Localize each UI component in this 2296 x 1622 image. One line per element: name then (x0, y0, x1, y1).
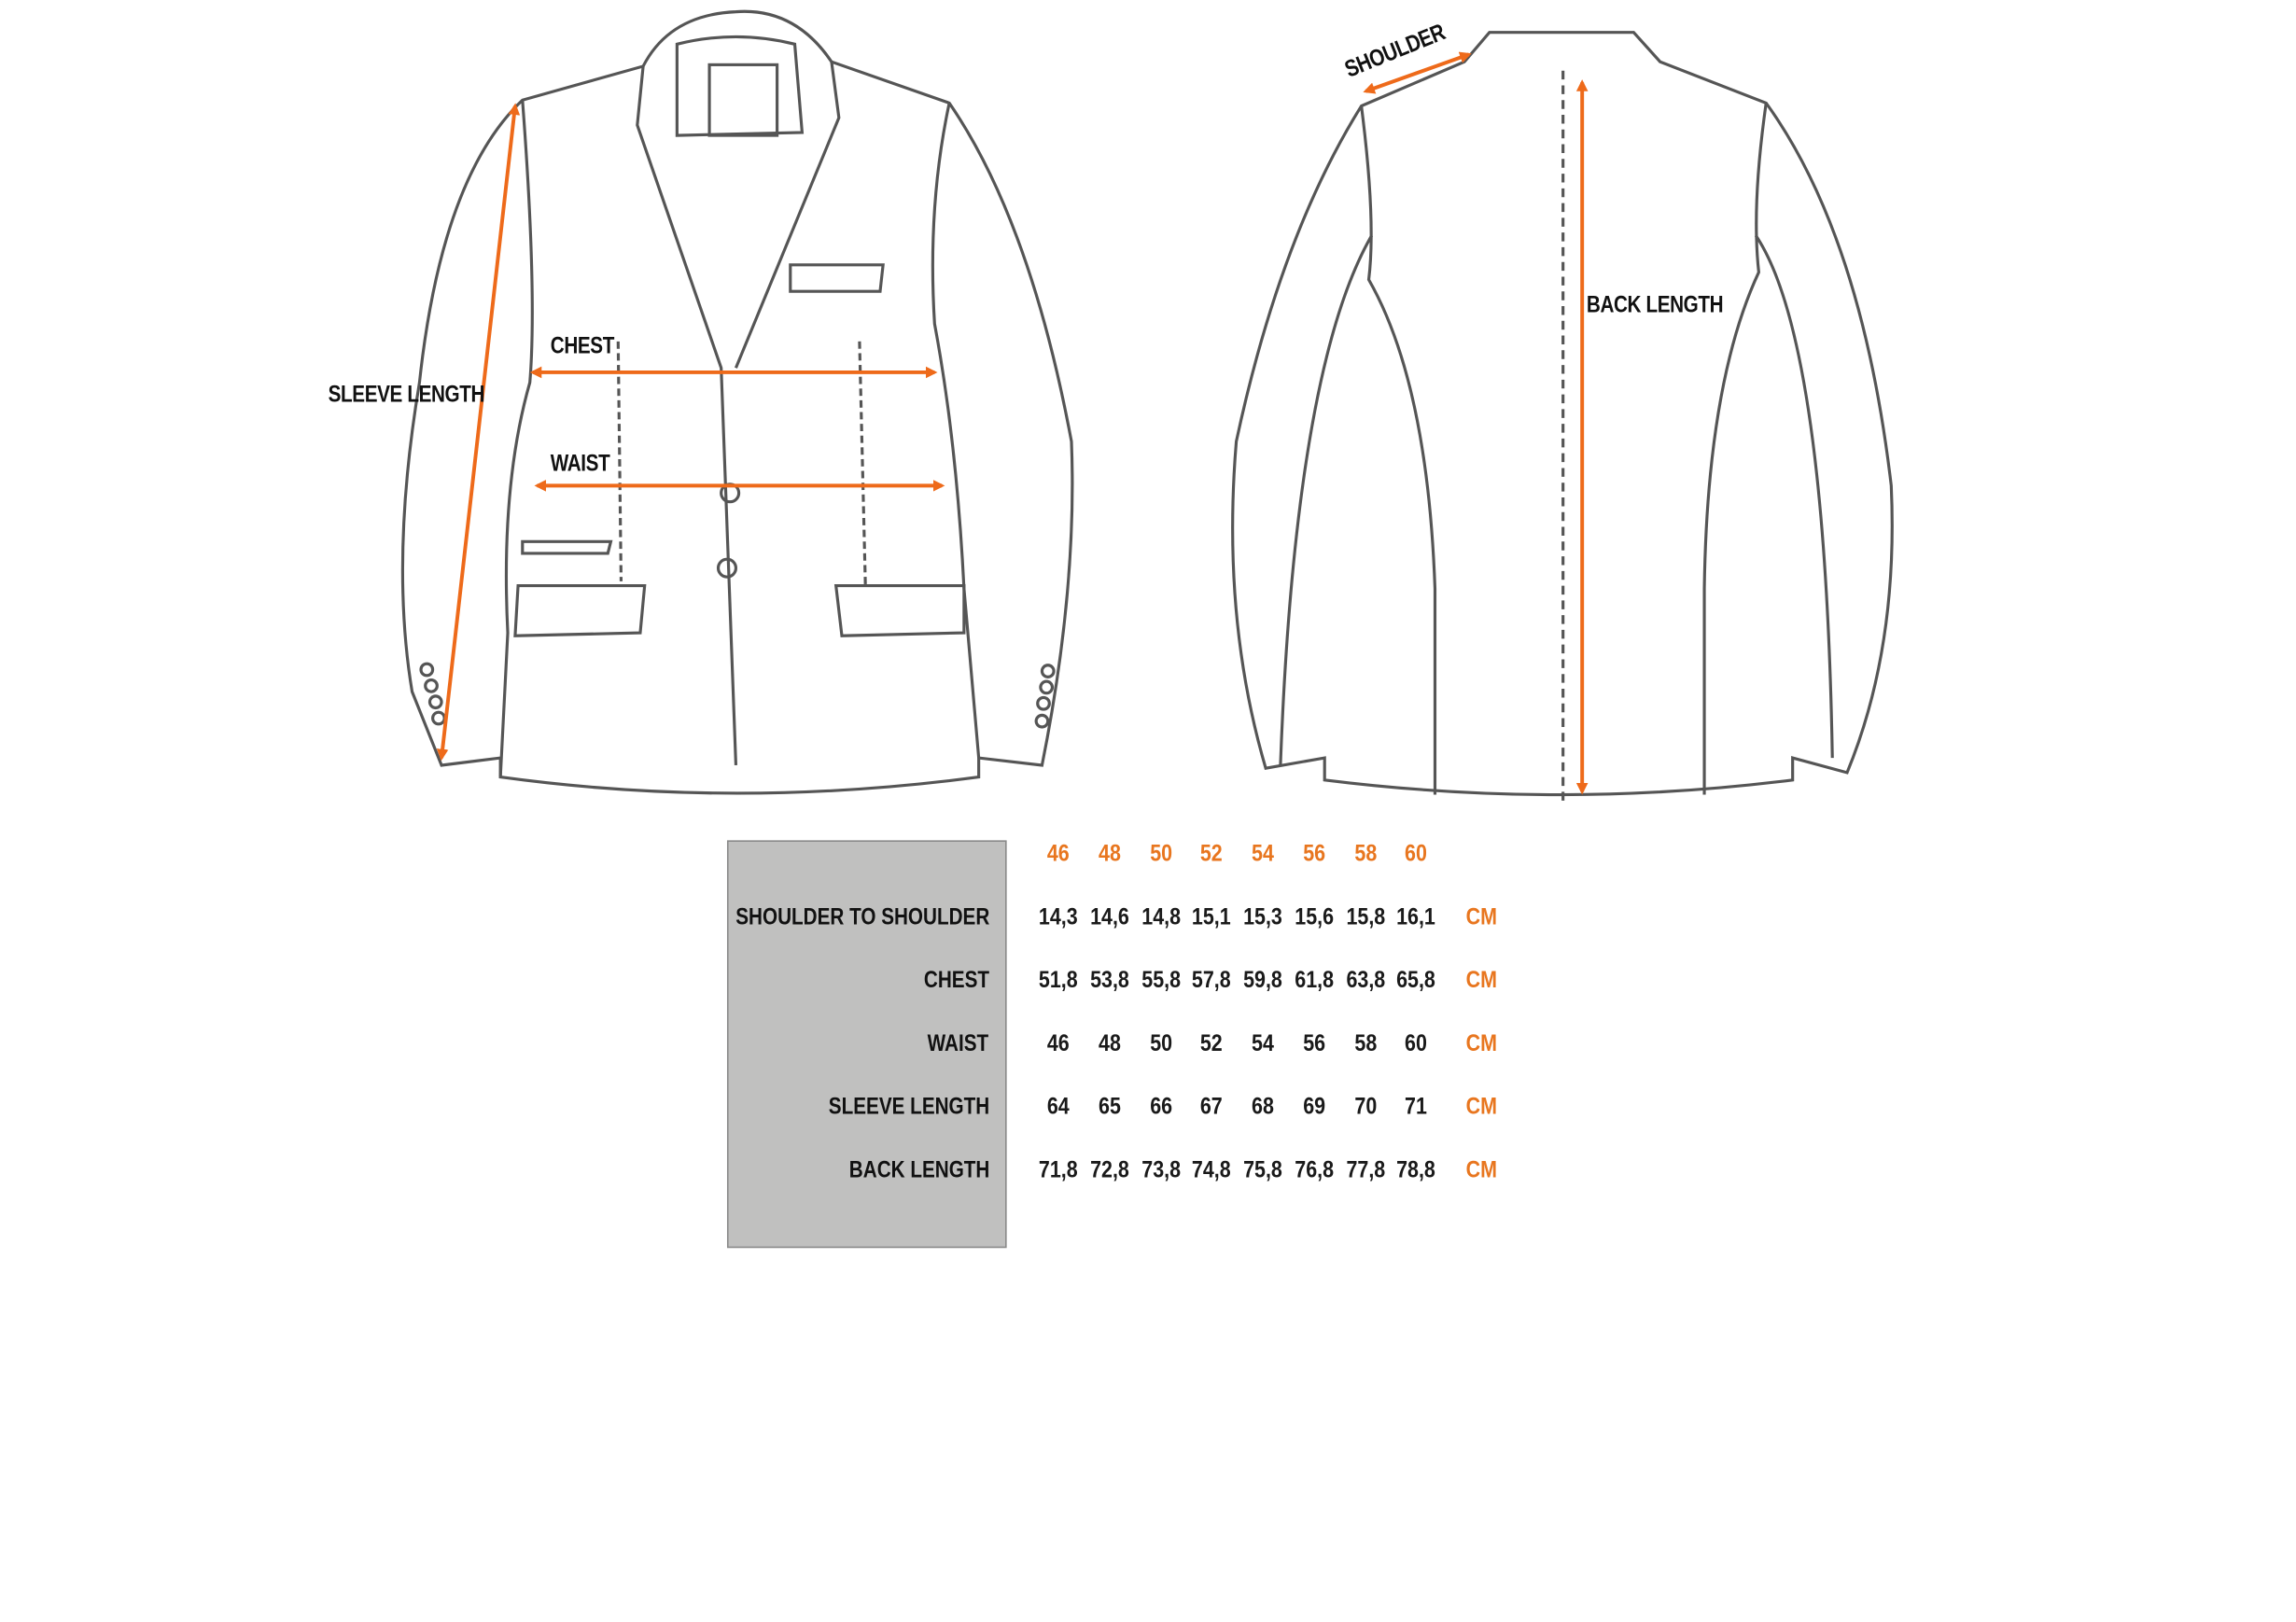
table-cell: 14,6 (1090, 904, 1129, 930)
table-cell: 73,8 (1141, 1158, 1182, 1183)
table-cell: 60 (1405, 1031, 1427, 1057)
size-header: 56 (1303, 841, 1326, 867)
table-cell: 15,6 (1295, 904, 1335, 930)
table-cell: 57,8 (1191, 968, 1231, 994)
back-length-label: BACK LENGTH (1586, 292, 1724, 318)
table-cell: 72,8 (1090, 1158, 1129, 1183)
size-header: 60 (1405, 841, 1427, 867)
table-cell: 55,8 (1141, 968, 1182, 994)
table-cell: 59,8 (1243, 968, 1282, 994)
row-label: BACK LENGTH (848, 1158, 989, 1183)
table-cell: 65,8 (1396, 968, 1435, 994)
measurement-arrows (436, 51, 1589, 795)
size-header: 54 (1252, 841, 1274, 867)
table-cell: 76,8 (1295, 1158, 1335, 1183)
chest-label: CHEST (550, 333, 615, 359)
waist-label: WAIST (550, 452, 610, 477)
table-cell: 15,3 (1243, 904, 1282, 930)
table-cell: 14,3 (1038, 904, 1078, 930)
unit-label: CM (1465, 1158, 1497, 1183)
table-cell: 71,8 (1038, 1158, 1078, 1183)
table-cell: 50 (1150, 1031, 1173, 1057)
unit-label: CM (1465, 968, 1497, 994)
unit-label: CM (1465, 904, 1497, 930)
jacket-back-drawing (1231, 31, 1894, 803)
table-cell: 51,8 (1038, 968, 1078, 994)
row-label: WAIST (928, 1031, 989, 1057)
unit-label: CM (1465, 1095, 1497, 1121)
size-header: 52 (1199, 841, 1223, 867)
table-cell: 77,8 (1346, 1158, 1386, 1183)
size-header: 46 (1046, 841, 1070, 867)
unit-label: CM (1465, 1031, 1497, 1057)
table-cell: 70 (1354, 1095, 1378, 1121)
row-label: SHOULDER TO SHOULDER (735, 904, 989, 930)
shoulder-arrow (1363, 51, 1472, 94)
table-cell: 54 (1252, 1031, 1274, 1057)
size-header: 48 (1099, 841, 1121, 867)
table-cell: 75,8 (1243, 1158, 1282, 1183)
row-label: SLEEVE LENGTH (828, 1095, 989, 1121)
sleeve-length-arrow (436, 103, 521, 762)
table-cell: 64 (1046, 1095, 1070, 1121)
table-cell: 46 (1046, 1031, 1070, 1057)
table-cell: 69 (1303, 1095, 1326, 1121)
table-cell: 63,8 (1346, 968, 1386, 994)
table-cell: 56 (1303, 1031, 1326, 1057)
jacket-illustrations (400, 9, 1894, 803)
table-cell: 66 (1150, 1095, 1173, 1121)
table-cell: 16,1 (1396, 904, 1435, 930)
table-cell: 58 (1354, 1031, 1378, 1057)
sleeve-length-label: SLEEVE LENGTH (328, 382, 485, 408)
size-header: 58 (1354, 841, 1378, 867)
table-cell: 68 (1252, 1095, 1274, 1121)
table-cell: 74,8 (1191, 1158, 1231, 1183)
table-cell: 15,8 (1346, 904, 1386, 930)
table-cell: 71 (1405, 1095, 1427, 1121)
table-cell: 14,8 (1141, 904, 1182, 930)
table-cell: 15,1 (1191, 904, 1231, 930)
table-cell: 48 (1099, 1031, 1121, 1057)
table-cell: 53,8 (1090, 968, 1129, 994)
size-header: 50 (1150, 841, 1173, 867)
table-cell: 67 (1199, 1095, 1223, 1121)
row-label: CHEST (923, 968, 989, 994)
jacket-front-drawing (400, 9, 1074, 795)
table-cell: 52 (1199, 1031, 1223, 1057)
row-label-panel (726, 840, 1007, 1249)
table-cell: 61,8 (1295, 968, 1335, 994)
table-cell: 78,8 (1396, 1158, 1435, 1183)
table-cell: 65 (1099, 1095, 1121, 1121)
